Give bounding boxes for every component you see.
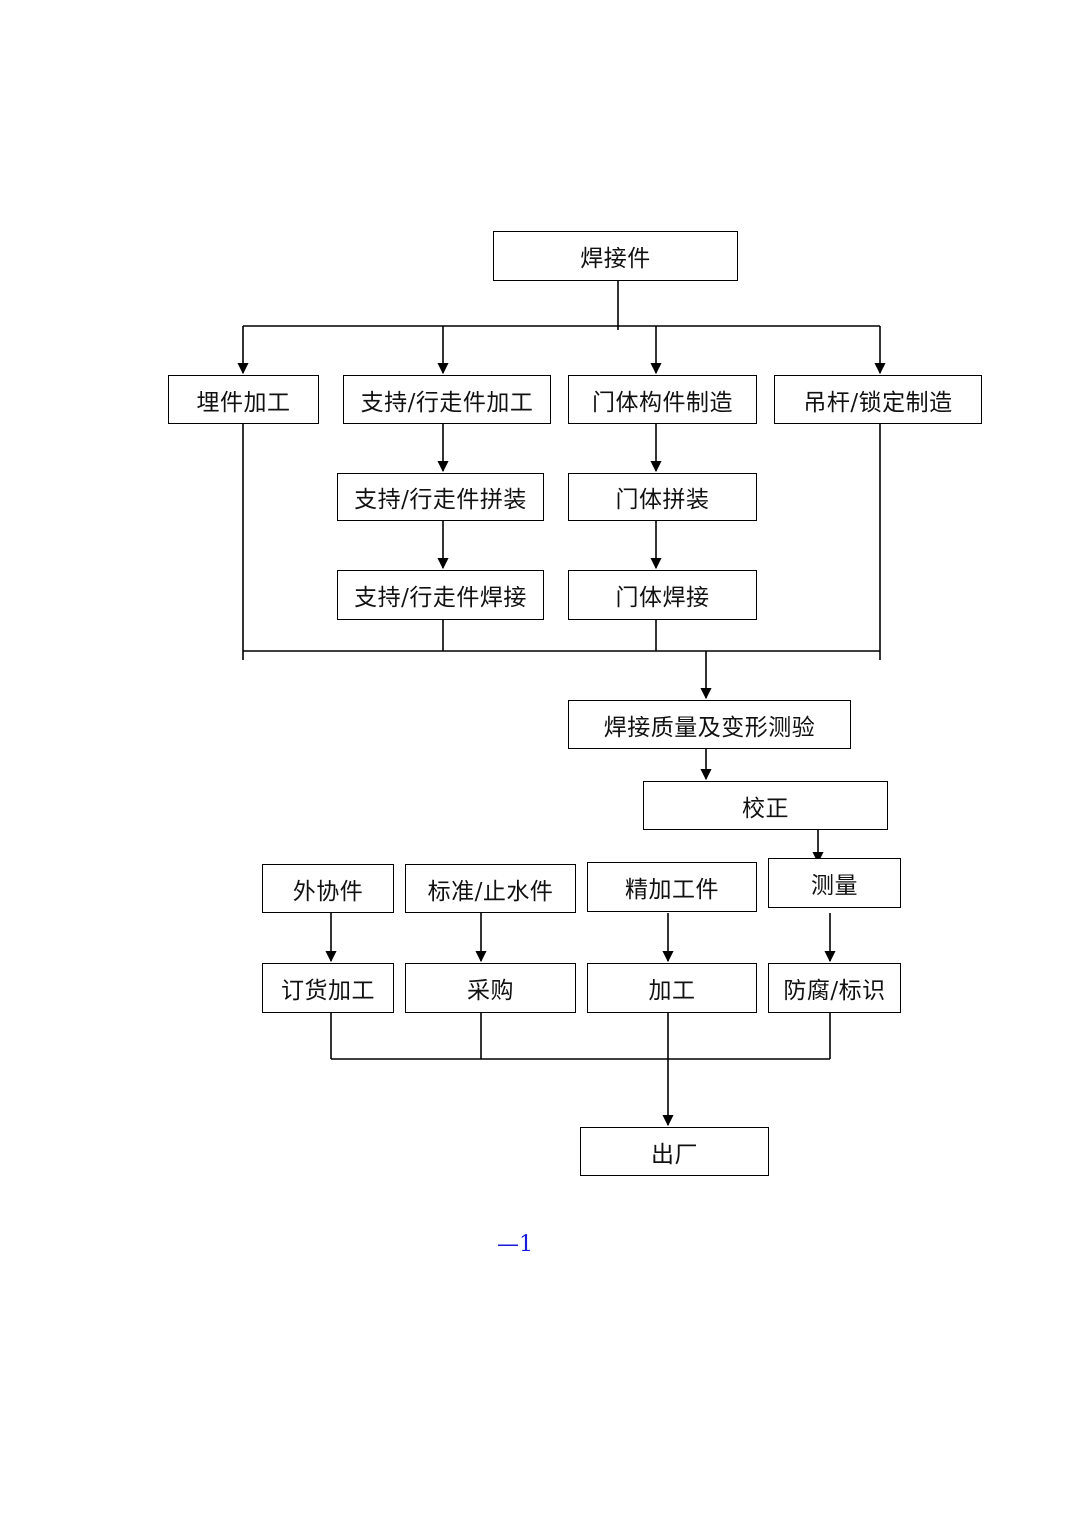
node-procurement: 采购	[405, 963, 576, 1013]
node-correction: 校正	[643, 781, 888, 830]
node-welded-parts: 焊接件	[493, 231, 738, 281]
node-anticorrosion-marking: 防腐/标识	[768, 963, 901, 1013]
page-number: —1	[497, 1232, 533, 1257]
node-machining: 加工	[587, 963, 757, 1013]
node-embedded-parts-processing: 埋件加工	[168, 375, 319, 424]
node-gate-member-manufacturing: 门体构件制造	[568, 375, 757, 424]
node-support-walking-assembly: 支持/行走件拼装	[337, 473, 544, 521]
node-outsourced-parts: 外协件	[262, 864, 394, 913]
node-support-walking-processing: 支持/行走件加工	[343, 375, 551, 424]
node-standard-waterstop-parts: 标准/止水件	[405, 864, 576, 913]
node-weld-quality-inspection: 焊接质量及变形测验	[568, 700, 851, 749]
node-gate-assembly: 门体拼装	[568, 473, 757, 521]
node-factory-exit: 出厂	[580, 1127, 769, 1176]
node-hanger-lock-manufacturing: 吊杆/锁定制造	[774, 375, 982, 424]
node-order-processing: 订货加工	[262, 963, 394, 1013]
node-precision-parts: 精加工件	[587, 862, 757, 912]
node-measurement: 测量	[768, 858, 901, 908]
node-gate-welding: 门体焊接	[568, 570, 757, 620]
node-support-walking-welding: 支持/行走件焊接	[337, 570, 544, 620]
